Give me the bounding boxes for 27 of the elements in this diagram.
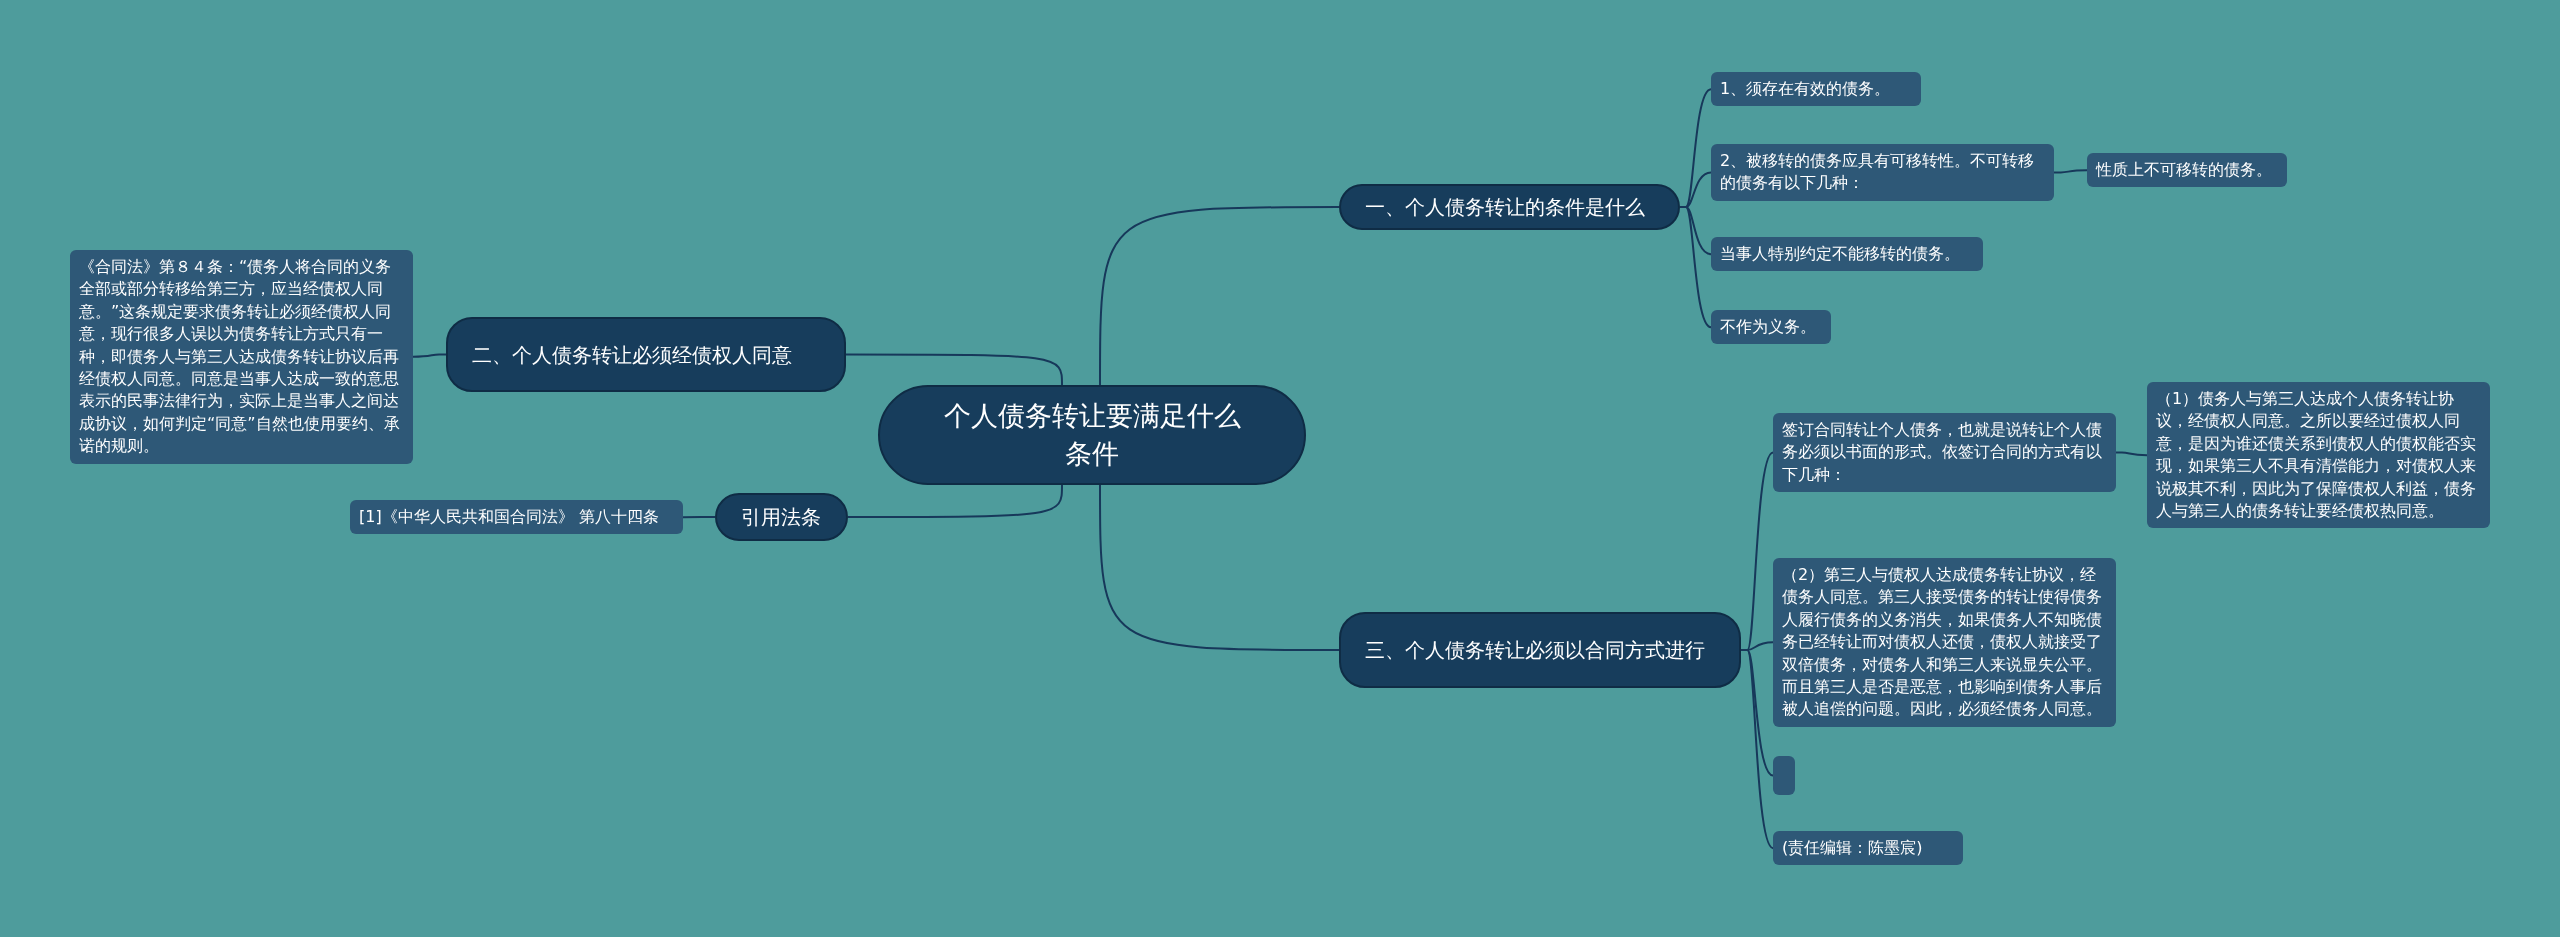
connector-line [1740, 649, 1774, 850]
note-box: 1、须存在有效的债务。 [1711, 72, 1921, 107]
connector-line [682, 516, 716, 519]
topic-box: 三、个人债务转让必须以合同方式进行 [1339, 612, 1741, 688]
empty-box [1773, 756, 1795, 795]
note-box: 签订合同转让个人债务，也就是说转让个人债务必须以书面的形式。依签订合同的方式有以下几种： [1773, 413, 2116, 493]
connector-line [1679, 206, 1712, 329]
connector-line [847, 484, 1063, 518]
note-box: 性质上不可移转的债务。 [2087, 153, 2287, 188]
note-box: [1]《中华人民共和国合同法》 第八十四条 [350, 500, 683, 535]
note-box: (责任编辑：陈墨宸) [1773, 831, 1963, 866]
connector-line [845, 353, 1063, 386]
central-topic: 个人债务转让要满足什么条件 [878, 385, 1306, 485]
note-box: （2）第三人与债权人达成债务转让协议，经债务人同意。第三人接受债务的转让使得债务人履行债务的义务消失，如果债务人不知晓债务已经转让而对债权人还债，债权人就接受了双倍债务，对债务人和第三人来说显失公平。而且第三人是否是恶意，也影响到债务人事后被人追偿的问题。因此，必须经债务人同意。 [1773, 558, 2116, 727]
note-box: 2、被移转的债务应具有可移转性。不可转移的债务有以下几种： [1711, 144, 2054, 201]
connector-line [2053, 169, 2088, 174]
note-box: 当事人特别约定不能移转的债务。 [1711, 237, 1983, 272]
note-box: 不作为义务。 [1711, 310, 1831, 345]
note-box: 《合同法》第８４条：“债务人将合同的义务全部或部分转移给第三方，应当经债权人同意。”这条规定要求债务转让必须经债权人同意，现行很多人误以为债务转让方式只有一种，即债务人与第三人达成债务转让协议后再经债权人同意。同意是当事人达成一致的意思表示的民事法律行为，实际上是当事人之间达成协议，如何判定“同意”自然也使用要约、承诺的规则。 [70, 250, 413, 464]
topic-box: 一、个人债务转让的条件是什么 [1339, 184, 1680, 230]
topic-box: 二、个人债务转让必须经债权人同意 [446, 317, 846, 392]
connector-line [1099, 206, 1340, 386]
topic-box: 引用法条 [715, 493, 848, 541]
connector-line [1099, 484, 1340, 651]
connector-line [412, 353, 447, 358]
connector-line [2115, 451, 2148, 457]
note-box: （1）债务人与第三人达成个人债务转让协议，经债权人同意。之所以要经过债权人同意，是因为谁还债关系到债权人的债权能否实现，如果第三人不具有清偿能力，对债权人来说极其不利，因此为了保障债权人利益，债务人与第三人的债务转让要经债权热同意。 [2147, 382, 2490, 529]
